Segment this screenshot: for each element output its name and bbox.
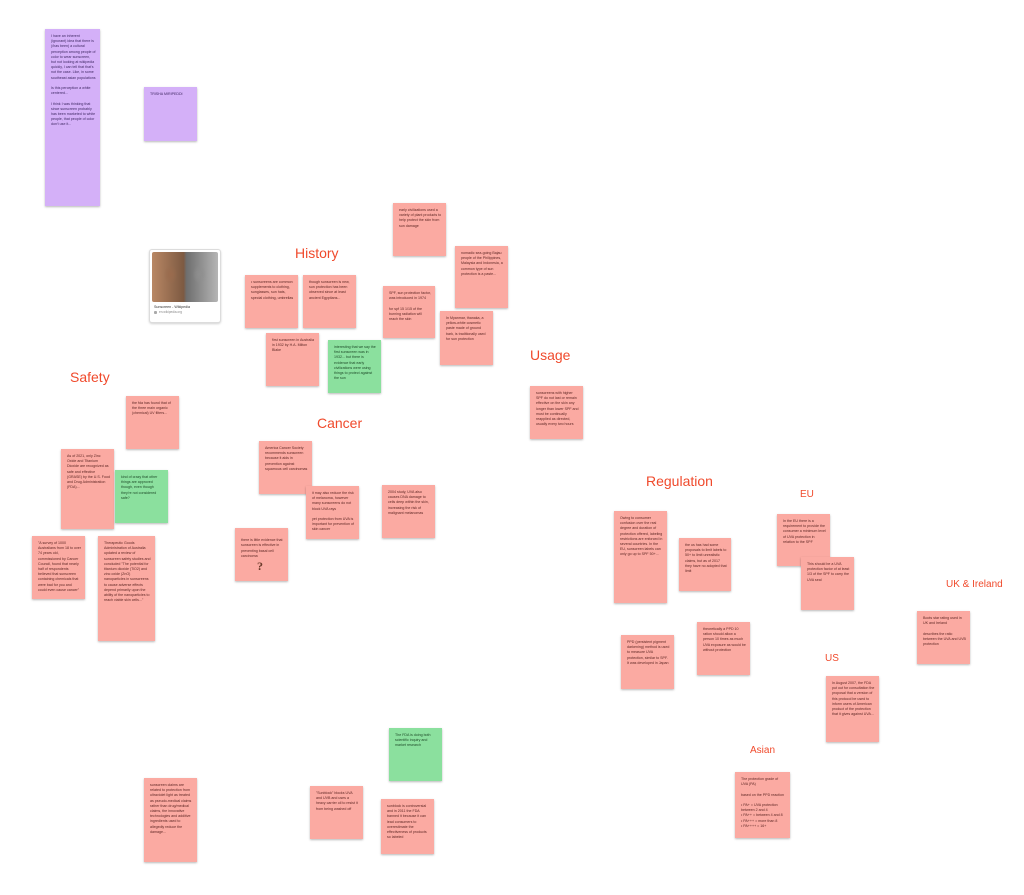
heading-us: US (825, 653, 839, 664)
sticky-note-asian-grade[interactable]: The protection grade of UVA (PA) based o… (735, 772, 790, 838)
sticky-note-history-nomadic[interactable]: nomadic sea-going Bajau people of the Ph… (455, 246, 508, 308)
heading-eu: EU (800, 489, 814, 500)
embed-domain: en.wikipedia.org (159, 310, 183, 314)
sticky-note-us-2007[interactable]: In August 2007, the FDA put out for cons… (826, 676, 879, 742)
sticky-note-regulation-ppd[interactable]: PPD (persistent pigment darkening) metho… (621, 635, 674, 689)
link-icon (154, 310, 157, 314)
heading-uk-ireland: UK & Ireland (946, 579, 1003, 590)
sticky-note-safety-fda-found[interactable]: the fda has found that of the three main… (126, 396, 179, 449)
heading-history: History (295, 245, 339, 261)
embed-meta: en.wikipedia.org (150, 309, 220, 315)
sticky-note-eu-uva[interactable]: This should be a UVA protection factor o… (801, 557, 854, 610)
sticky-note-history-egypt[interactable]: though sunscreen is new, sun protection … (303, 275, 356, 328)
sticky-note-regulation-ppd-ratio[interactable]: theoretically a PPD 10 ration should all… (697, 622, 750, 675)
sticky-note-safety-zinc[interactable]: As of 2021, only Zinc Oxide and Titanium… (61, 449, 114, 529)
heading-regulation: Regulation (646, 473, 713, 489)
sticky-note-fda-banned[interactable]: sunblock is controversial and in 2011 th… (381, 799, 434, 854)
heading-cancer: Cancer (317, 415, 363, 431)
sticky-note-history-spf[interactable]: SPF, sun protection factor, was introduc… (383, 286, 435, 338)
sticky-note-cancer-little[interactable]: there is little evidence that sunscreen … (235, 528, 288, 581)
sticky-note-history-australia[interactable]: first sunscreen in Australia in 1932 by … (266, 333, 319, 386)
sticky-note-fda-ongoing[interactable]: The FDA is doing both scientific inquiry… (389, 728, 442, 781)
embed-thumbnail-image (152, 252, 218, 302)
sticky-note-history-early[interactable]: early civilizations used a variety of pl… (393, 203, 446, 256)
heading-asian: Asian (750, 745, 776, 756)
heading-usage: Usage (530, 347, 571, 363)
sticky-note-regulation-fda-proposals[interactable]: the us has had some proposals to limit l… (679, 538, 731, 591)
sticky-note-cancer-2004[interactable]: 2004 study, UVA also causes DNA damage t… (382, 485, 435, 538)
wikipedia-link-card[interactable]: Sunscreen - Wikipedia en.wikipedia.org (149, 249, 221, 323)
sticky-note-author[interactable]: TRISHA MIRIPEDDI (144, 87, 197, 141)
sticky-note-uk-boots[interactable]: Boots star rating used in UK and Ireland… (917, 611, 970, 664)
sticky-note-cancer-risk[interactable]: it may also reduce the risk of melanoma,… (306, 486, 359, 539)
sticky-note-safety-kinda[interactable]: kind of crazy that other things are appr… (115, 470, 168, 523)
sticky-note-safety-survey[interactable]: "A survey of 1000 Australians from 18 to… (32, 536, 85, 599)
sticky-note-cancer-acs[interactable]: America Cancer Society recommends sunscr… (259, 441, 312, 494)
sticky-note-fda-sunblock[interactable]: "Sunblock" blocks UVA and UVB and uses a… (310, 786, 363, 839)
question-mark-icon: ? (257, 559, 263, 573)
cancer-little-text: there is little evidence that sunscreen … (241, 538, 283, 558)
sticky-note-history-interesting[interactable]: interesting that we say the first sunscr… (328, 340, 381, 393)
sticky-note-history-myanmar[interactable]: In Myanmar, thanaka, a yellow-white cosm… (440, 311, 493, 365)
sticky-note-safety-tga[interactable]: Therapeutic Goods Administration of Aust… (98, 536, 155, 641)
sticky-note-intro[interactable]: I have an inherent (ignorant) idea that … (45, 29, 100, 206)
embed-title: Sunscreen - Wikipedia (154, 305, 190, 309)
heading-safety: Safety (70, 369, 110, 385)
sticky-note-safety-claims[interactable]: sunscreen claims are related to protecti… (144, 778, 197, 862)
sticky-note-regulation-consumer[interactable]: Owing to consumer confusion over the rea… (614, 511, 667, 603)
sticky-note-usage-higher[interactable]: sunscreens with higher SPF do not last o… (530, 386, 583, 439)
sticky-note-history-list[interactable]: • sunscreens are common supplements to c… (245, 275, 298, 328)
